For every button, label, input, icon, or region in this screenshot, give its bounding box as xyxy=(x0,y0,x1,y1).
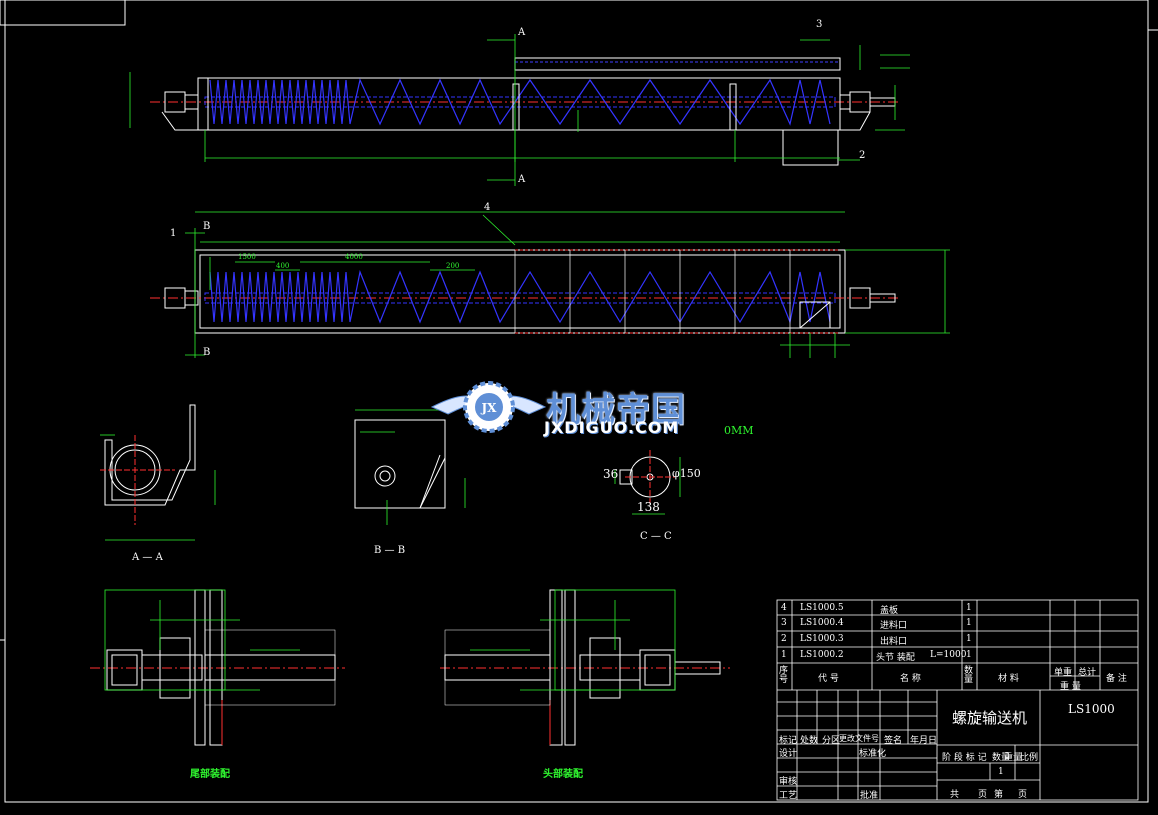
bom-name: 盖板 xyxy=(880,606,899,616)
dim-400: 400 xyxy=(276,262,290,270)
elevation-view xyxy=(129,34,910,186)
bom-code: LS1000.3 xyxy=(800,634,844,644)
pages-sheet: 第 xyxy=(994,790,1004,800)
bom-header-qty: 数量 xyxy=(964,666,974,685)
bom-header-no: 序号 xyxy=(779,666,789,685)
dim-mm: 0MM xyxy=(724,424,754,437)
title-block-grid xyxy=(776,599,1139,801)
pages-unit: 页 xyxy=(978,790,988,800)
dim-phi150: φ150 xyxy=(672,467,701,480)
sheet-number: 1 xyxy=(998,767,1004,777)
rev-header-doc: 更改文件号 xyxy=(839,734,879,743)
stage-header-scale: 比例 xyxy=(1020,753,1039,763)
bom-header-name: 名 称 xyxy=(900,674,921,684)
rev-header-count: 处数 xyxy=(800,736,819,746)
rev-header-mark: 标记 xyxy=(779,736,798,746)
section-c-c xyxy=(614,450,681,515)
role-standardize: 标准化 xyxy=(859,749,887,759)
bom-qty: 1 xyxy=(966,634,972,644)
drawing-title: 螺旋输送机 xyxy=(952,709,1028,727)
section-b-b xyxy=(354,409,466,525)
watermark-logo-text: JX xyxy=(481,401,498,415)
bom-qty: 1 xyxy=(966,618,972,628)
role-review: 审核 xyxy=(779,777,798,787)
bom-extra: L=1000 xyxy=(930,650,967,660)
dim-36: 36 xyxy=(603,467,619,481)
rev-header-date: 年月日 xyxy=(910,736,938,746)
pages-total: 共 xyxy=(950,790,960,800)
bom-code: LS1000.4 xyxy=(800,618,844,628)
callout-1: 1 xyxy=(170,228,177,239)
tail-assembly-view xyxy=(90,589,345,746)
plan-view xyxy=(150,211,950,358)
dim-1500: 1500 xyxy=(238,253,256,261)
view-label-c-c: C — C xyxy=(640,531,672,542)
rev-header-zone: 分区 xyxy=(822,736,841,746)
watermark-chinese: 机械帝国 xyxy=(546,390,686,430)
head-assembly-label: 头部装配 xyxy=(543,769,583,780)
view-label-a-a: A — A xyxy=(132,552,163,563)
bom-header-remarks: 备 注 xyxy=(1106,674,1127,684)
bom-name: 进料口 xyxy=(880,621,908,631)
bom-no: 1 xyxy=(781,650,787,660)
section-marker-b-top: B xyxy=(203,221,211,232)
bom-no: 3 xyxy=(781,618,787,628)
bom-no: 4 xyxy=(781,603,787,613)
bom-header-total-weight: 总计 xyxy=(1078,668,1097,678)
stage-header-mark: 阶 段 标 记 xyxy=(942,753,987,763)
bom-header-code: 代 号 xyxy=(818,674,839,684)
section-marker-b-bottom: B xyxy=(203,347,211,358)
view-label-b-b: B — B xyxy=(374,545,406,556)
watermark-logo-icon: JX xyxy=(430,381,547,433)
dim-138: 138 xyxy=(637,500,660,514)
bom-no: 2 xyxy=(781,634,787,644)
bom-qty: 1 xyxy=(966,650,972,660)
bom-code: LS1000.2 xyxy=(800,650,844,660)
role-design: 设计 xyxy=(779,749,798,759)
pages-page-unit: 页 xyxy=(1018,790,1028,800)
drawing-code: LS1000 xyxy=(1068,702,1115,716)
bom-name: 头节 装配 xyxy=(876,653,915,663)
dim-4000: 4000 xyxy=(345,253,363,261)
stage-header-qty: 数量 xyxy=(992,753,1011,763)
tail-assembly-label: 尾部装配 xyxy=(190,769,230,780)
section-marker-a-top: A xyxy=(518,27,526,38)
role-approve: 批准 xyxy=(860,791,879,801)
callout-4: 4 xyxy=(484,202,491,213)
callout-2: 2 xyxy=(859,150,866,161)
head-assembly-view xyxy=(440,589,730,746)
bom-header-weight: 重 量 xyxy=(1060,682,1081,692)
section-marker-a-bottom: A xyxy=(518,174,526,185)
bom-code: LS1000.5 xyxy=(800,603,844,613)
rev-header-sign: 签名 xyxy=(884,736,903,746)
bom-name: 出料口 xyxy=(880,637,908,647)
watermark-english: JXDIGUO.COM xyxy=(544,418,680,437)
role-process: 工艺 xyxy=(779,791,798,801)
bom-qty: 1 xyxy=(966,603,972,613)
bom-header-unit-weight: 单重 xyxy=(1054,668,1073,678)
bom-header-material: 材 料 xyxy=(998,674,1019,684)
dim-200: 200 xyxy=(446,262,460,270)
section-a-a xyxy=(100,404,216,541)
callout-3: 3 xyxy=(816,19,823,30)
stage-header-weight: 重量 xyxy=(1004,753,1023,763)
